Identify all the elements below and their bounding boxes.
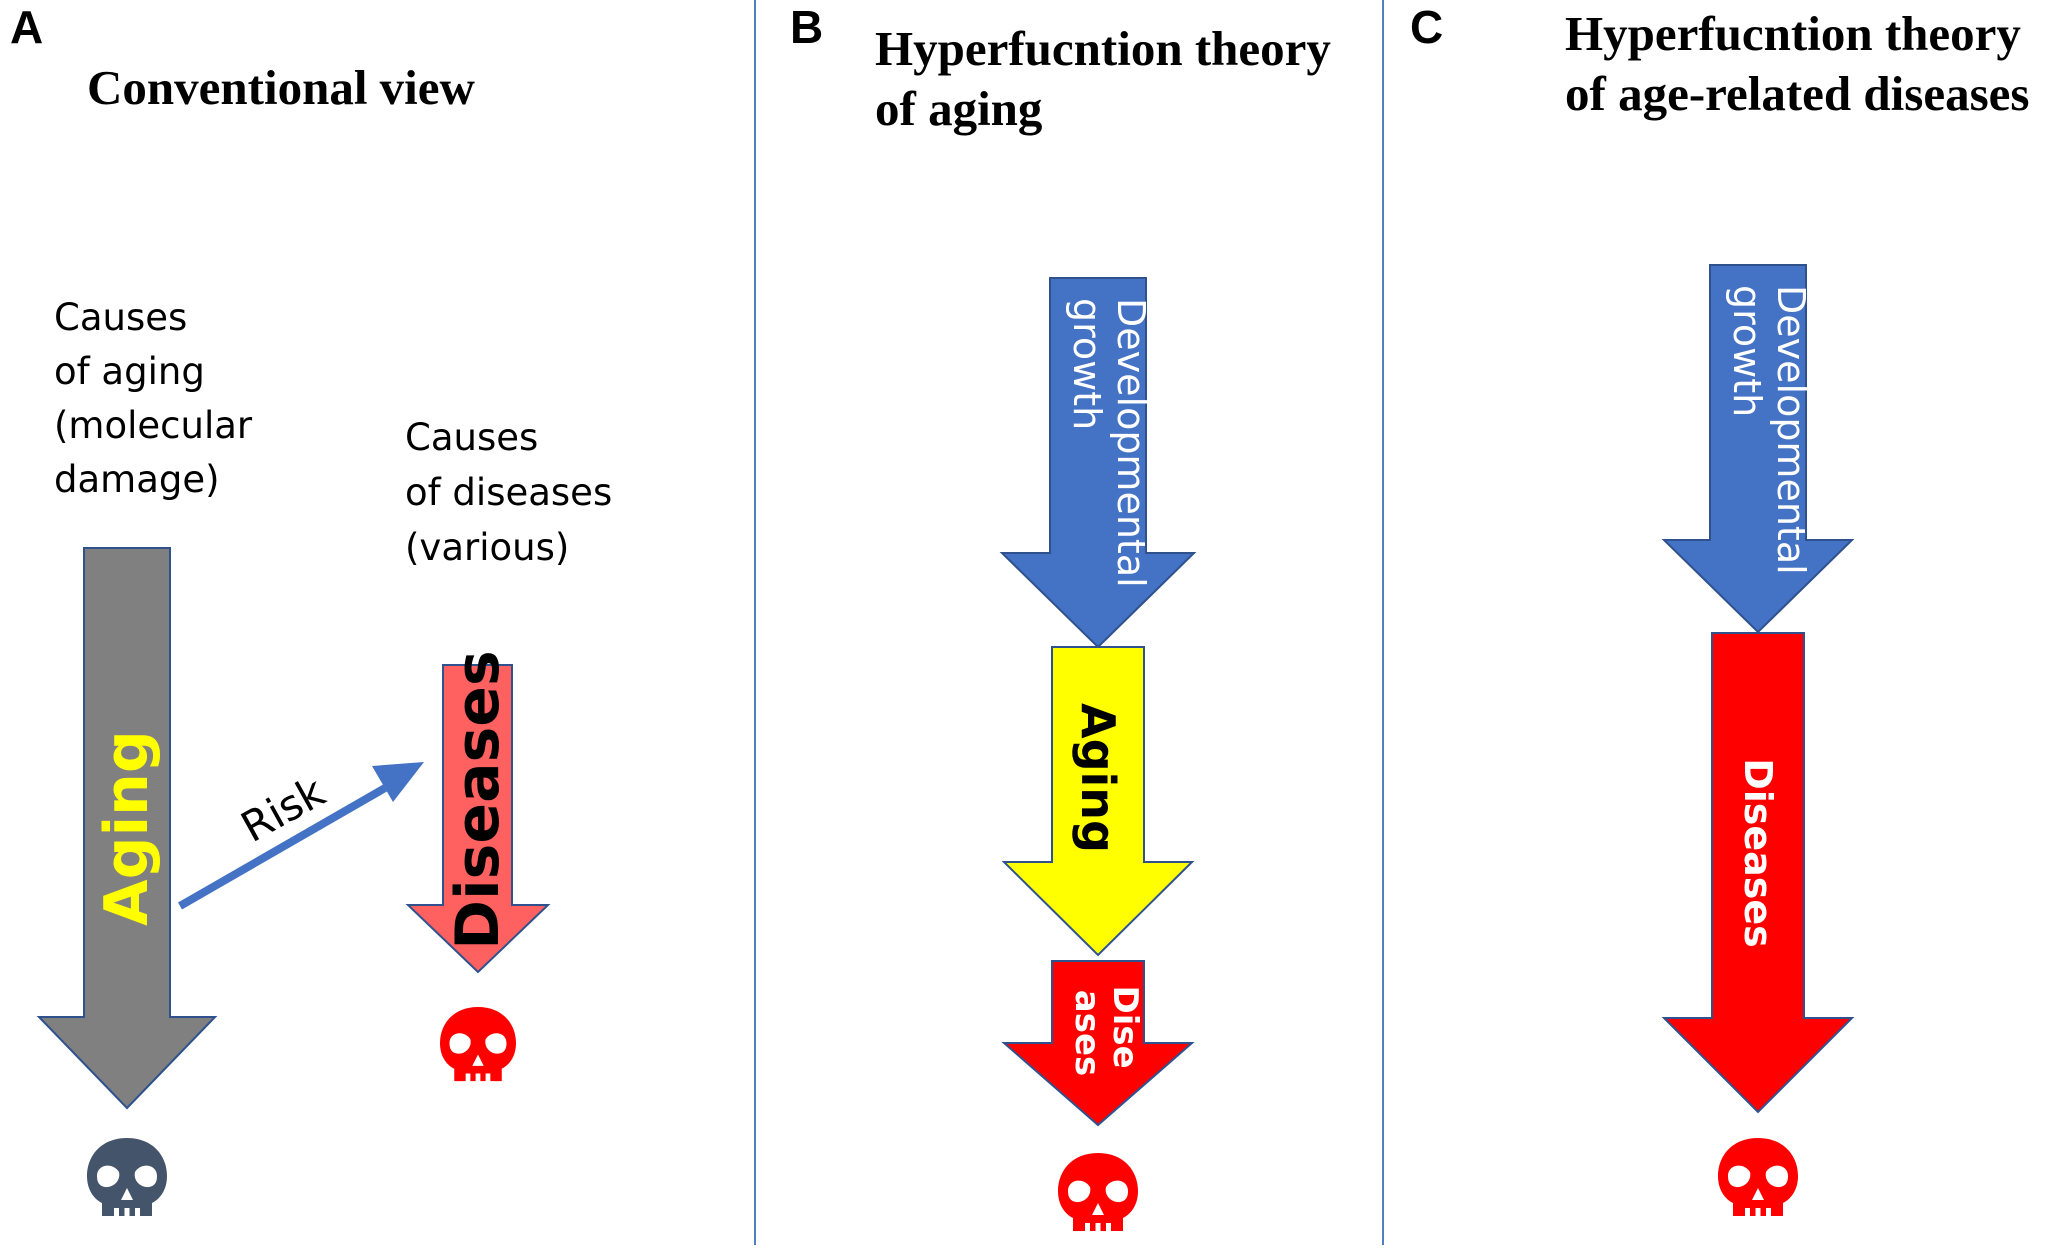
developmental-growth-label: Developmental growth (1065, 298, 1153, 600)
panel-a: A Conventional view Causes of aging (mol… (10, 1, 624, 1218)
developmental-growth-arrow (1661, 264, 1855, 634)
causes-of-aging-label: Causes of aging (molecular damage) (54, 296, 264, 501)
diseases-arrow (1661, 632, 1855, 1114)
panel-c: C Hyperfucntion theory of age-related di… (1410, 1, 2033, 1218)
skull-icon (1058, 1153, 1138, 1233)
aging-arrow (1001, 646, 1195, 957)
skull-icon (87, 1138, 167, 1218)
diseases-arrow (1001, 960, 1195, 1127)
risk-label: Risk (233, 766, 333, 851)
causes-of-diseases-label: Causes of diseases (various) (405, 416, 624, 569)
aging-arrow (36, 547, 218, 1110)
panel-title: Hyperfucntion theory of aging (875, 21, 1343, 136)
panel-title: Hyperfucntion theory of age-related dise… (1565, 6, 2033, 121)
aging-arrow-label: Aging (1071, 703, 1125, 853)
panel-letter: B (790, 1, 823, 53)
diseases-arrow-label: Diseases (443, 650, 513, 949)
developmental-growth-arrow (999, 277, 1197, 649)
diseases-arrow-label: Dise ases (1067, 985, 1145, 1080)
diseases-arrow-label: Diseases (1736, 758, 1780, 948)
panel-b: B Hyperfucntion theory of aging Developm… (790, 1, 1343, 1233)
panel-title: Conventional view (87, 60, 476, 115)
risk-arrow (178, 762, 424, 910)
aging-arrow-label: Aging (92, 730, 162, 926)
developmental-growth-label: Developmental growth (1725, 285, 1813, 587)
skull-icon (440, 1007, 516, 1083)
diseases-arrow (405, 664, 551, 974)
skull-icon (1718, 1138, 1798, 1218)
panel-letter: C (1410, 1, 1443, 53)
panel-letter: A (10, 1, 43, 53)
